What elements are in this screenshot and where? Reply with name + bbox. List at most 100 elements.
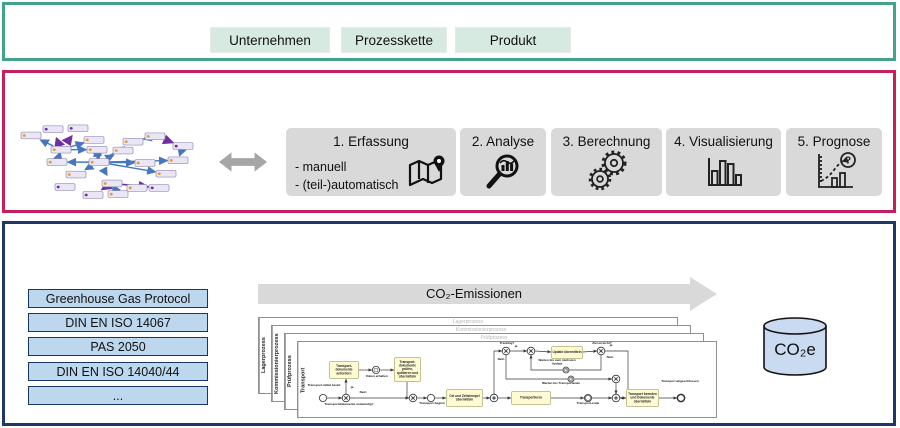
network-node-dot [157, 172, 161, 175]
network-node-dot [150, 186, 154, 190]
step-detail-line: - manuell [295, 160, 347, 174]
network-node-dot [136, 161, 140, 165]
network-node-dot [44, 127, 48, 131]
page-tab-label: Lagerprozess [259, 318, 268, 393]
co2e-database: CO₂e [761, 316, 829, 378]
standard-pas-2050: PAS 2050 [28, 337, 208, 356]
bpmn-event-plain [318, 394, 327, 403]
network-node [46, 158, 68, 166]
page-tab-label: Prüfprozess [285, 334, 294, 409]
network-node [112, 146, 134, 155]
network-edge [100, 180, 114, 191]
network-node [101, 179, 123, 188]
double-arrow-icon [219, 152, 267, 172]
step-box-visualisierung: 4. Visualisierung [666, 128, 781, 196]
bpmn-task: Update übermitteln [551, 346, 583, 359]
network-node-dot [67, 173, 71, 176]
network-node [144, 132, 166, 141]
data-network-graph [20, 124, 194, 199]
standard-more: ... [28, 386, 208, 405]
scope-section: Unternehmen Prozesskette Produkt [2, 2, 896, 61]
standard-iso-14040-44: DIN EN ISO 14040/44 [28, 362, 208, 381]
emissions-arrow-shape [258, 277, 717, 311]
network-node-dot [124, 140, 128, 143]
network-edge [107, 162, 157, 175]
bpmn-label: Transportdokumente notwendig? [324, 402, 374, 406]
network-node [82, 191, 104, 199]
network-node [107, 190, 129, 198]
bpmn-flow-edge [505, 355, 613, 381]
network-edge [84, 162, 95, 171]
bpmn-flow-edge [405, 382, 410, 400]
network-node [126, 184, 148, 192]
network-node [167, 156, 189, 165]
network-node-dot [84, 193, 88, 197]
network-node [20, 131, 42, 140]
network-node-dot [52, 148, 56, 151]
network-node [172, 142, 194, 150]
network-node [88, 158, 110, 166]
network-node [155, 169, 177, 178]
network-edge [39, 139, 54, 148]
emissions-arrow-label: CO₂-Emissionen [425, 286, 523, 301]
bpmn-label: Transport-ende [576, 401, 600, 405]
emissions-arrow: CO₂-Emissionen [258, 276, 718, 312]
network-node-dot [109, 192, 113, 196]
network-node-dot [174, 144, 178, 148]
network-node [148, 184, 170, 192]
bpmn-task: Transport-dokumente prüfen, quittieren u… [394, 357, 421, 382]
network-node [83, 136, 105, 144]
network-node [65, 170, 87, 179]
network-node-dot [88, 148, 92, 151]
network-node [86, 145, 108, 154]
bpmn-label: Tracking? [499, 341, 515, 345]
step-title: 1. Erfassung [333, 134, 409, 149]
bpmn-label: Warten bis zum nächsten Update [538, 358, 576, 366]
bpmn-event-plain [426, 394, 435, 403]
step-title: 5. Prognose [797, 134, 871, 149]
network-node-dot [48, 160, 52, 164]
network-node-dot [128, 186, 132, 190]
bpmn-label: Transport abgeschlossen [661, 379, 699, 383]
scope-chip-unternehmen: Unternehmen [210, 27, 330, 53]
bpmn-event-end [676, 393, 686, 403]
bpmn-flow-edge [582, 349, 598, 353]
page-ghost-title: Kommissionierprozess [455, 327, 507, 333]
scope-chip-produkt: Produkt [455, 27, 571, 53]
standard-iso-14067: DIN EN ISO 14067 [28, 313, 208, 332]
bpmn-flow-edge [534, 350, 552, 354]
forecast-icon: ? [818, 152, 856, 188]
network-node [50, 145, 72, 154]
network-node-dot [169, 159, 173, 162]
bpmn-label: Nein [606, 355, 614, 359]
step-detail-line: - (teil-)automatisch [295, 178, 399, 193]
step-box-analyse: 2. Analyse [460, 128, 546, 196]
scope-chip-prozesskette: Prozesskette [341, 27, 447, 53]
gears-icon [588, 150, 627, 191]
network-node-dot [146, 135, 150, 138]
bpmn-flow-svg [318, 346, 686, 403]
network-node [54, 183, 76, 191]
page-ghost-title: Lagerprozess [452, 319, 484, 325]
step-details: - manuell - (teil-)automatisch [295, 158, 399, 194]
process-section: 1. Erfassung - manuell - (teil-)automati… [2, 70, 896, 213]
network-node-dot [22, 134, 26, 137]
network-edge [161, 134, 175, 145]
bpmn-label: ja [350, 385, 354, 389]
step-box-erfassung: 1. Erfassung - manuell - (teil-)automati… [286, 128, 456, 196]
network-node [42, 125, 64, 133]
map-location-icon [408, 155, 445, 187]
network-edge [69, 141, 86, 150]
step-title: 3. Berechnung [562, 134, 651, 149]
bpmn-label: Nein [497, 357, 505, 361]
step-box-prognose: 5. Prognose ? [786, 128, 882, 196]
network-node-dot [114, 149, 118, 152]
bpmn-label: Transport-beginn [419, 401, 445, 405]
bpmn-task: Transport beenden und Dokumente übermitt… [626, 389, 659, 407]
network-node [122, 137, 144, 146]
bpmn-event-message [372, 365, 381, 374]
magnifier-chart-icon [486, 154, 519, 189]
network-edge [54, 136, 66, 149]
bpmn-task: Ort und Zeitstempel übermitteln [446, 389, 483, 407]
